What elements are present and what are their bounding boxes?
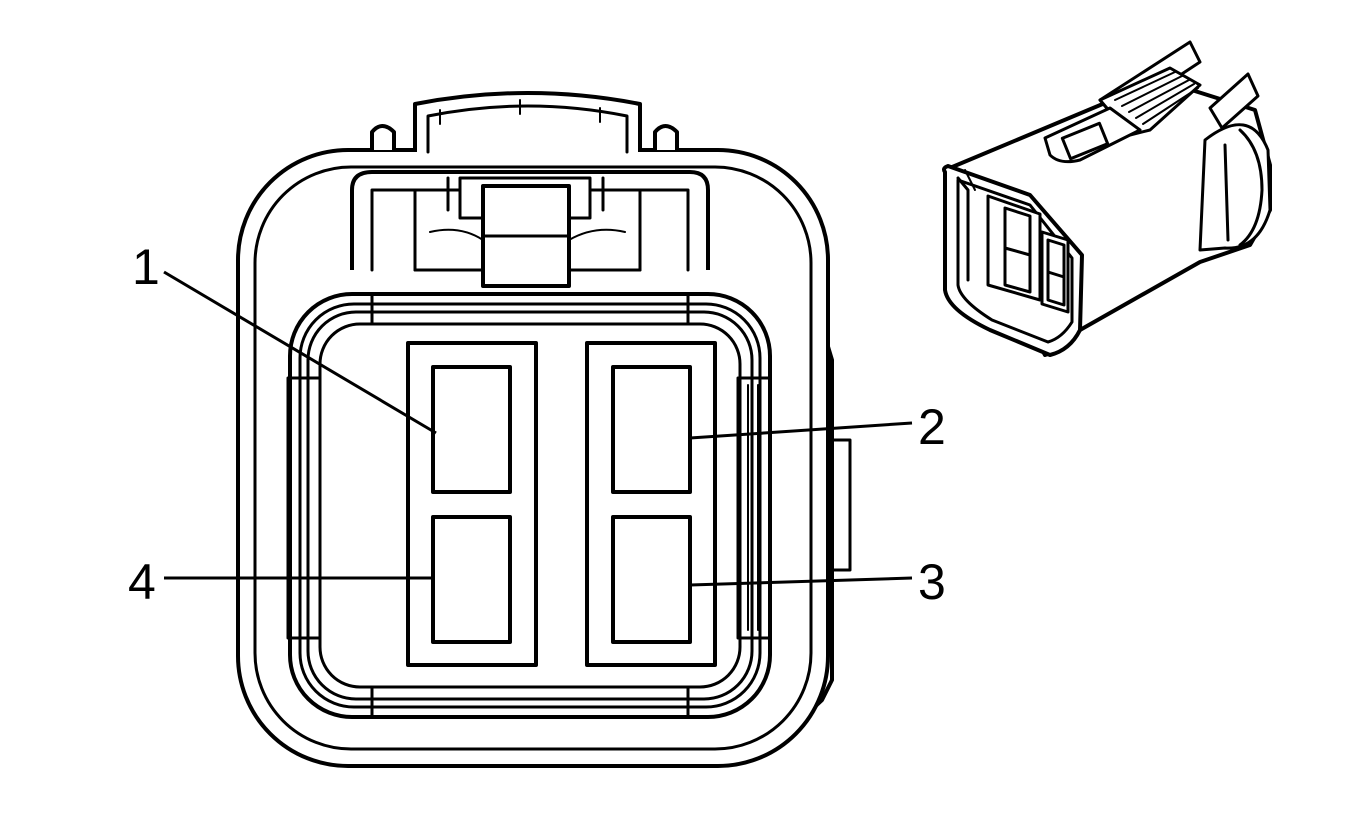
leader-line-1	[163, 270, 437, 435]
leader-line-3	[689, 576, 913, 587]
cavity-1	[431, 365, 512, 494]
cavity-4	[431, 515, 512, 644]
pin-label-1: 1	[132, 239, 160, 295]
pin-label-4: 4	[128, 554, 156, 610]
cavity-2	[611, 365, 692, 494]
leader-line-2	[689, 421, 913, 440]
cavity-block-right	[585, 341, 717, 667]
latch-tab	[370, 91, 679, 154]
latch-channel	[350, 170, 710, 288]
pin-label-3: 3	[918, 554, 946, 610]
connector-isometric-view	[942, 40, 1272, 357]
pin-label-2: 2	[918, 399, 946, 455]
connector-face-view: 1 2 3 4	[128, 91, 946, 768]
cavity-3	[611, 515, 692, 644]
cavity-block-left	[406, 341, 538, 667]
side-bracket	[828, 438, 852, 572]
